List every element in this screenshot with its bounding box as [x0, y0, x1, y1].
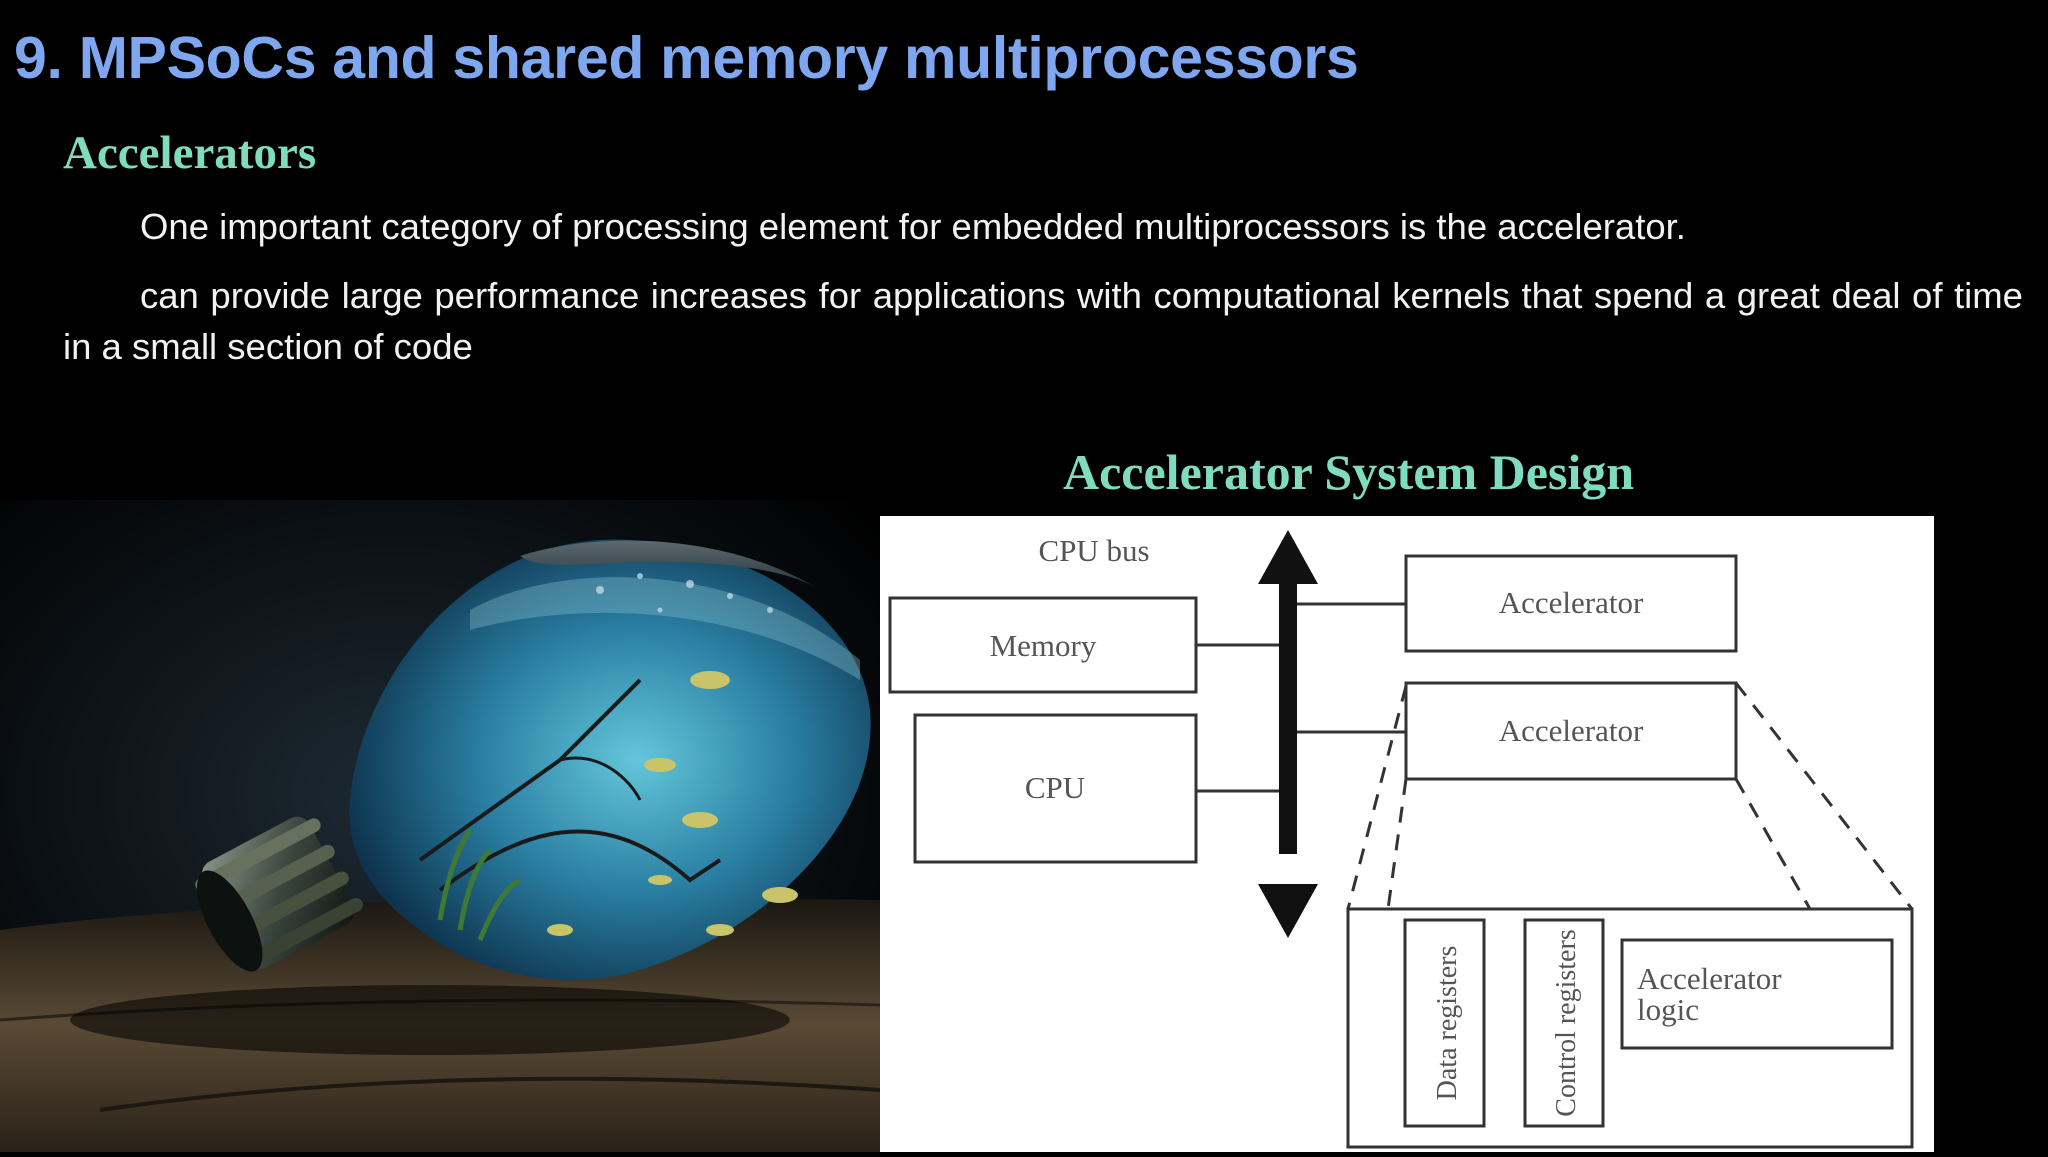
accelerator-logic-box [1620, 938, 1894, 1050]
control-registers-label: Control registers [1551, 929, 1582, 1116]
cpu-label: CPU [1025, 770, 1085, 805]
paragraph-2: can provide large performance increases … [63, 275, 2023, 367]
accelerator-system-diagram: CPU bus Memory CPU Accelerator Accelerat… [880, 516, 1934, 1152]
data-registers-label: Data registers [1432, 946, 1463, 1101]
paragraph-1: One important category of processing ele… [140, 206, 1686, 247]
accelerator-1-label: Accelerator [1499, 585, 1644, 620]
accelerator-detail-box [1346, 907, 1914, 1149]
section-heading: Accelerators [63, 127, 317, 179]
accelerator-logic-label-line1: Accelerator [1637, 961, 1782, 996]
cpu-bus-label: CPU bus [1038, 533, 1149, 568]
memory-label: Memory [990, 628, 1097, 663]
diagram-title: Accelerator System Design [1063, 444, 1635, 500]
cpu-bus-arrow [1258, 530, 1318, 938]
slide-title: 9. MPSoCs and shared memory multiprocess… [14, 25, 1359, 91]
control-registers-box [1523, 918, 1605, 1128]
accelerator-2-label: Accelerator [1499, 713, 1644, 748]
cpu-box [913, 713, 1198, 864]
data-registers-box [1403, 918, 1486, 1128]
accelerator-logic-label-line2: logic [1637, 992, 1699, 1027]
lightbulb-aquarium-image [0, 500, 880, 1152]
